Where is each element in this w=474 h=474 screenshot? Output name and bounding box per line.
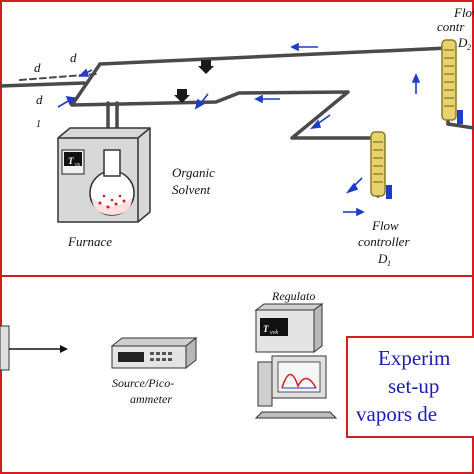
label-regulato: Regulato bbox=[271, 289, 315, 303]
label-flow-d1: Flow bbox=[371, 218, 399, 233]
title-box bbox=[346, 336, 474, 438]
label-d2-top: D bbox=[457, 35, 468, 50]
computer bbox=[254, 355, 338, 419]
label-d-top: d bbox=[70, 50, 77, 65]
label-d1: D bbox=[377, 251, 388, 266]
label-d-lower: d bbox=[36, 92, 43, 107]
valve-top bbox=[198, 60, 214, 74]
regulator bbox=[254, 303, 324, 353]
label-contr-top: contr bbox=[437, 19, 465, 34]
label-controller-d1: controller bbox=[358, 234, 410, 249]
title-line-1: Experim bbox=[378, 346, 450, 370]
label-flow-top: Flow bbox=[453, 5, 474, 20]
label-d-left: d bbox=[34, 60, 41, 75]
valve-lower bbox=[174, 89, 190, 103]
flow-controller-d2 bbox=[441, 39, 463, 124]
label-tvvk: T bbox=[263, 324, 269, 334]
label-tvvk-sub: vvk bbox=[270, 330, 278, 336]
flow-controller-d1 bbox=[370, 131, 392, 199]
label-solvent: Solvent bbox=[172, 182, 211, 197]
label-d1-subscript: 1 bbox=[387, 259, 391, 268]
label-d1-sub: 1 bbox=[36, 119, 41, 130]
label-source: Source/Pico- bbox=[112, 376, 174, 390]
signal-arrow bbox=[9, 345, 68, 353]
title-line-2: set-up bbox=[388, 374, 439, 398]
source-picoammeter bbox=[110, 336, 198, 370]
title-line-3: vapors de bbox=[356, 402, 437, 426]
label-ammeter: ammeter bbox=[130, 392, 172, 406]
label-tvs-sub: vs bbox=[75, 162, 81, 168]
furnace bbox=[57, 127, 151, 223]
label-furnace: Furnace bbox=[67, 234, 112, 249]
label-organic: Organic bbox=[172, 165, 215, 180]
sample-edge bbox=[0, 325, 10, 371]
flow-arrows bbox=[57, 42, 421, 217]
label-tvs: T bbox=[68, 156, 74, 166]
label-d2-sub: 2 bbox=[467, 43, 471, 52]
